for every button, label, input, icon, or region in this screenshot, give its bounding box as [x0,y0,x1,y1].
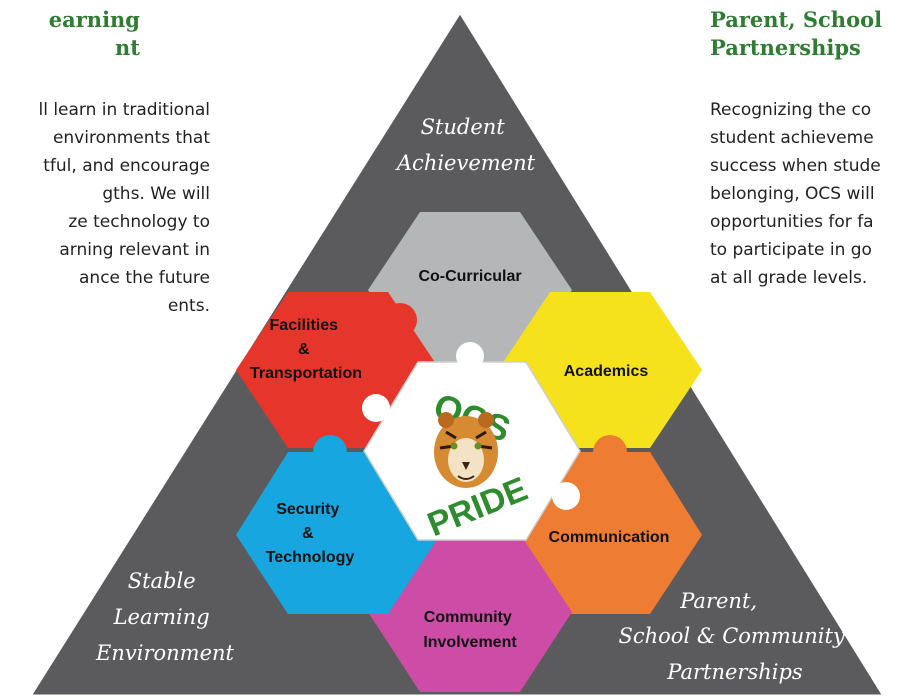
pillar-line: School & Community [618,624,845,648]
right-text-line: at all grade levels. [710,268,868,288]
puzzle-tab [456,342,484,370]
hex-label-line: Involvement [423,634,517,651]
left-text-line: ll learn in traditional [38,100,210,120]
hex-label-line: Co-Curricular [418,268,521,285]
hex-co-curricular: Co-Curricular [368,212,572,368]
left-text-line: gths. We will [102,184,210,204]
puzzle-tab [539,303,573,337]
pillar-line: Parent, [679,589,757,613]
pillar-stable-learning-environment: Stable Learning Environment [95,569,235,665]
hex-label-academics: Academics [564,363,649,380]
center-pride-piece: OCS PRIDE [362,342,581,544]
pillar-student-achievement: Student Achievement [395,115,536,175]
right-heading-line-1: Parent, School [710,7,883,32]
hex-label-line: Community [424,609,512,626]
puzzle-tab [519,595,553,629]
left-text-line: environments that [52,128,210,148]
pillar-line: Student [421,115,506,139]
hex-label-line: Technology [266,549,355,566]
right-text-line: opportunities for fa [710,212,874,232]
pillar-parent-school-community: Parent, School & Community Partnerships [618,589,851,684]
hex-label-line: & [298,341,310,358]
right-text-line: student achieveme [710,128,874,148]
hex-community-involvement: Community Involvement [368,534,572,692]
puzzle-tab [383,303,417,337]
hex-label-facilities-transportation: Facilities & Transportation [250,317,362,382]
left-text-line: arning relevant in [59,240,210,260]
pillar-line: Environment [95,641,235,665]
left-section-heading: earning nt [0,6,140,62]
right-text-line: success when stude [710,156,881,176]
hex-label-security-technology: Security & Technology [266,501,355,566]
hex-shape [368,212,572,368]
hex-label-line: Academics [564,363,649,380]
left-text-line: tful, and encourage [43,156,210,176]
right-text-line: belonging, OCS will [710,184,875,204]
tiger-head-icon [434,412,498,488]
puzzle-tab [593,435,627,469]
pillar-line: Partnerships [666,660,803,684]
puzzle-tab [362,394,390,422]
hex-label-line: Transportation [250,365,362,382]
puzzle-tab [552,482,580,510]
hex-label-line: Security [276,501,339,518]
right-text-line: to participate in go [710,240,872,260]
hex-label-communication: Communication [549,529,670,546]
right-section-text: Recognizing the co student achieveme suc… [710,96,881,292]
hex-label-line: Communication [549,529,670,546]
hex-label-line: & [302,525,314,542]
left-text-line: ance the future [79,268,210,288]
right-heading-line-2: Partnerships [710,35,861,60]
left-section-text: ll learn in traditional environments tha… [0,96,210,320]
hex-shape [368,534,572,692]
right-section-heading: Parent, School Partnerships [710,6,882,62]
puzzle-tabs [313,303,627,629]
pillar-line: Learning [113,605,210,629]
left-heading-line-1: earning [48,7,140,32]
hex-label-co-curricular: Co-Curricular [418,268,521,285]
right-text-line: Recognizing the co [710,100,872,120]
left-text-line: ze technology to [68,212,210,232]
left-text-line: ents. [167,296,210,316]
pillar-line: Stable [128,569,196,593]
hex-label-community-involvement: Community Involvement [423,609,517,651]
puzzle-tab [313,435,347,469]
left-heading-line-2: nt [115,35,140,60]
hex-label-line: Facilities [270,317,339,334]
pillar-line: Achievement [395,151,536,175]
